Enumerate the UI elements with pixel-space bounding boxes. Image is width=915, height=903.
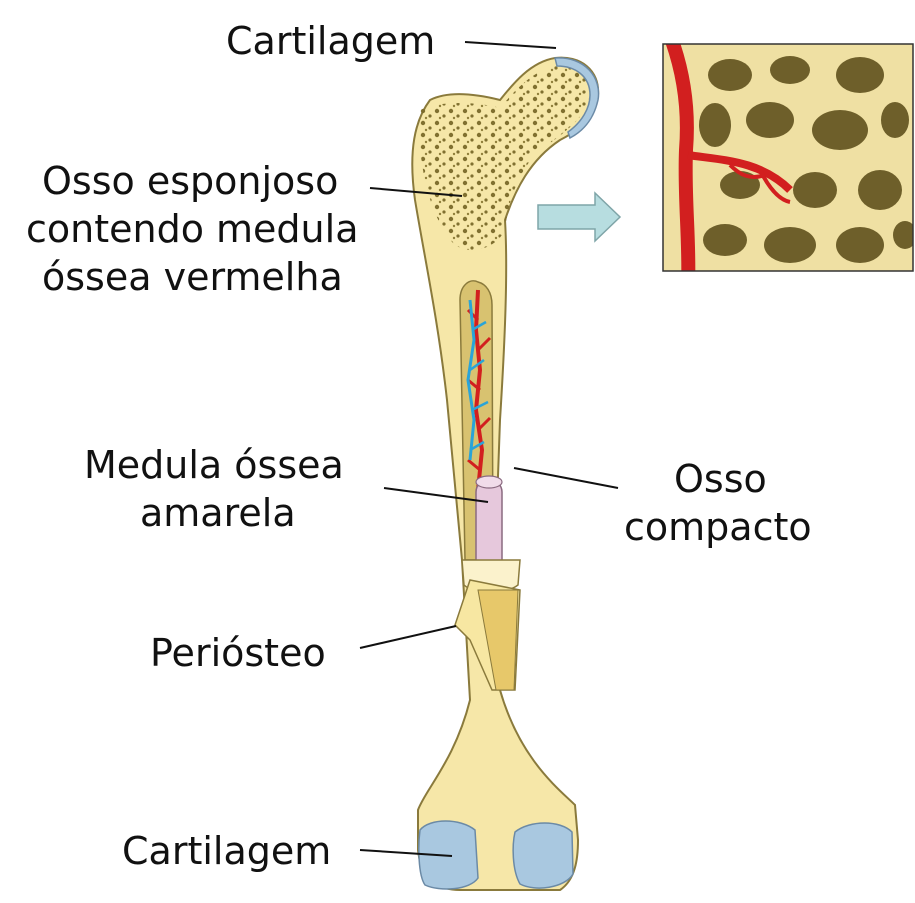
leader-cartilage-bottom bbox=[359, 849, 453, 857]
leader-spongy bbox=[369, 187, 463, 197]
inset-artery bbox=[665, 44, 696, 271]
spongy-bone-inset bbox=[663, 44, 913, 271]
label-spongy-line1: Osso esponjoso bbox=[42, 159, 339, 203]
inset-frame bbox=[662, 43, 914, 272]
label-spongy-line3: óssea vermelha bbox=[42, 255, 343, 299]
top-cartilage bbox=[554, 57, 600, 140]
vein-vessel bbox=[466, 299, 476, 461]
femur-shaft bbox=[411, 56, 600, 891]
label-cartilage-bottom: Cartilagem bbox=[122, 829, 332, 873]
leader-yellow-marrow bbox=[383, 487, 489, 503]
label-spongy-line2: contendo medula bbox=[26, 207, 359, 251]
label-periosteum: Perióst­eo bbox=[150, 631, 326, 675]
label-yellow-marrow-line2: amarela bbox=[140, 491, 296, 535]
label-compact-line1: Osso bbox=[674, 457, 767, 501]
leader-compact bbox=[513, 467, 619, 489]
vein-branches bbox=[469, 320, 489, 452]
leader-cartilage-top bbox=[464, 41, 557, 49]
bottom-cartilage-right bbox=[512, 822, 574, 889]
label-cartilage-top: Cartilagem bbox=[226, 19, 436, 63]
right-arrow-icon bbox=[537, 191, 622, 243]
label-compact-line2: compacto bbox=[624, 505, 812, 549]
leader-periosteum bbox=[359, 625, 457, 649]
spongy-bone-region bbox=[418, 65, 591, 250]
label-yellow-marrow-line1: Medula óssea bbox=[84, 443, 344, 487]
